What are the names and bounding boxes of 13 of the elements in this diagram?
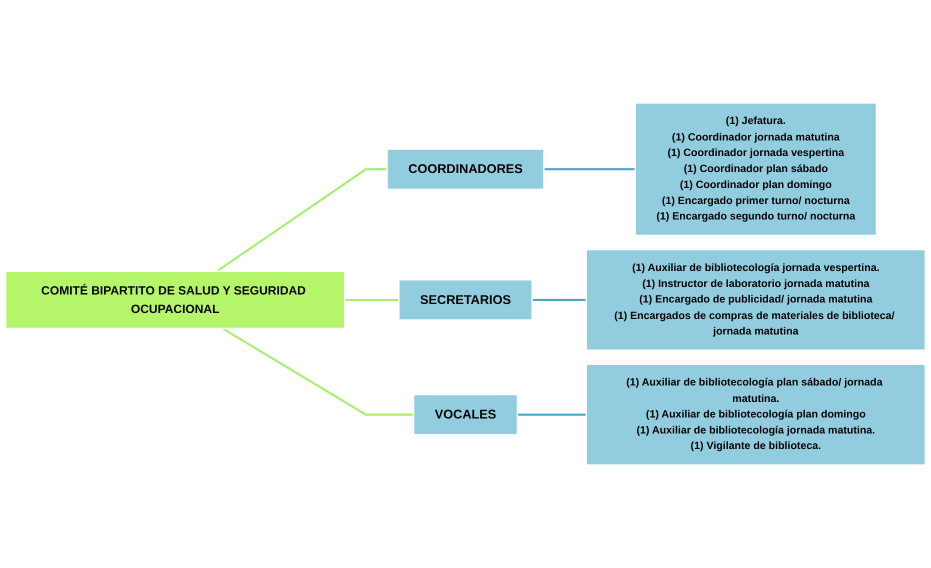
node-box: SECRETARIOS — [398, 279, 533, 321]
node-box: (1) Auxiliar de bibliotecología plan sábado/ jornada matutina. (1) Auxiliar de bibliotecología plan domingo (1) Auxiliar de bibliotecología jornada matutina. (1) Vigilante de biblioteca. — [586, 364, 926, 466]
connector — [216, 168, 388, 272]
connector — [222, 328, 414, 416]
connector — [544, 168, 636, 170]
connector — [344, 298, 399, 301]
connector — [517, 414, 586, 416]
node-box: VOCALES — [412, 394, 518, 436]
node-box: COMITÉ BIPARTITO DE SALUD Y SEGURIDAD OCUPACIONAL — [4, 270, 346, 330]
node-box: COORDINADORES — [386, 148, 545, 190]
connector — [532, 298, 586, 301]
node-box: (1) Auxiliar de bibliotecología jornada vespertina. (1) Instructor de laboratorio jornada matutina (1) Encargado de publicidad/ jornada matutina (1) Encargados de compras de materiales de biblioteca/ jornada matutina — [586, 248, 926, 351]
node-box: (1) Jefatura. (1) Coordinador jornada matutina (1) Coordinador jornada vespertina (1) Coordinador plan sábado (1) Coordinador plan domingo (1) Encargado primer turno/ nocturna (1) Encargado segundo turno/ nocturna — [634, 102, 878, 236]
